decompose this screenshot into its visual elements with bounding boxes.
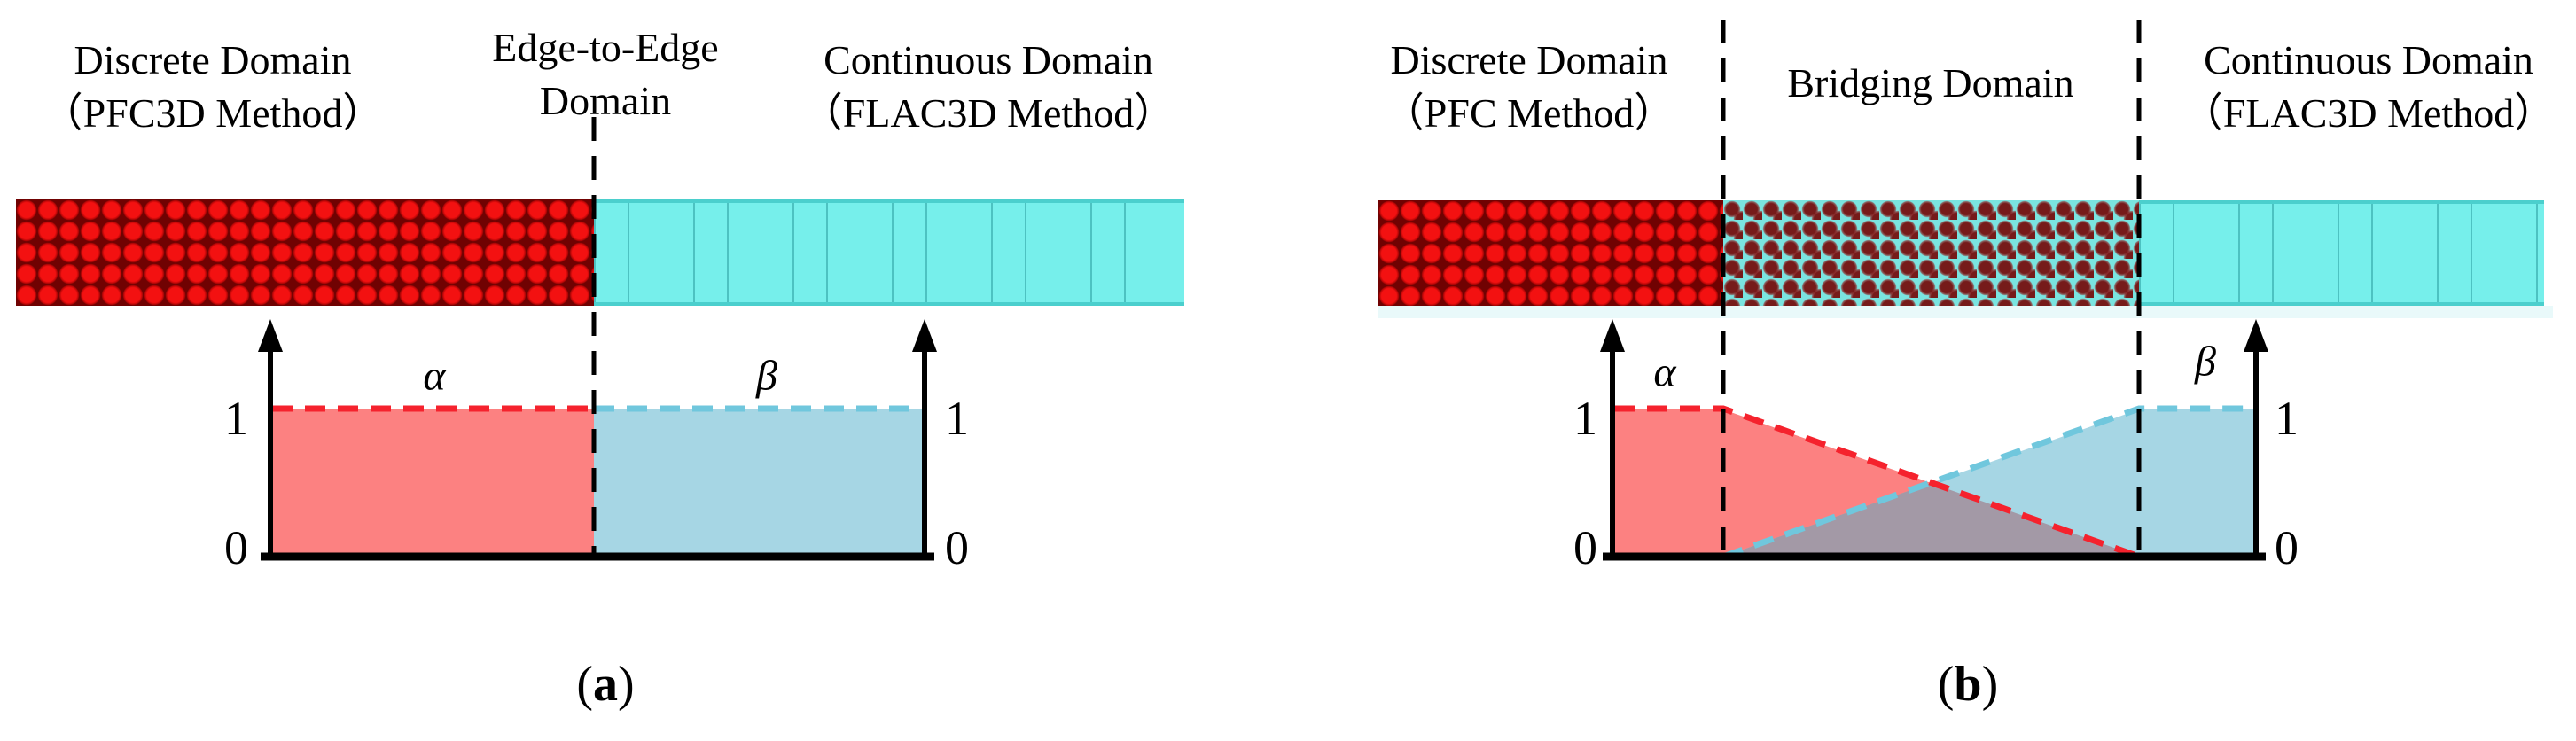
panel-b-beta-label: β — [2195, 338, 2216, 386]
panel-b-bridging-overlap-bar — [1723, 200, 2139, 306]
continuous-domain-line2: （FLAC3D Method） — [2182, 90, 2556, 136]
panel-a-tag-close: ) — [618, 657, 635, 712]
edge-to-edge-line2: Domain — [539, 78, 672, 123]
continuous-domain-line1: Continuous Domain — [824, 37, 1153, 82]
panel-a-beta-label: β — [756, 352, 777, 400]
panel-b-discrete-domain-title: Discrete Domain （PFC Method） — [1384, 34, 1674, 140]
panel-a-weight-plot — [258, 117, 937, 561]
left-axis-arrow-icon — [1600, 319, 1625, 352]
panel-b-tag-open: ( — [1937, 657, 1955, 712]
panel-a-left-tick-0: 0 — [224, 521, 248, 574]
panel-a-edge-to-edge-title: Edge-to-Edge Domain — [492, 21, 718, 128]
panel-a-discrete-domain-title: Discrete Domain （PFC3D Method） — [43, 34, 384, 140]
panel-a-continuous-mesh-bar — [594, 199, 1184, 306]
right-axis-arrow-icon — [2244, 319, 2268, 352]
panel-a-tag-open: ( — [576, 657, 593, 712]
continuous-domain-line2: （FLAC3D Method） — [801, 90, 1175, 136]
edge-to-edge-line1: Edge-to-Edge — [492, 25, 719, 70]
alpha-weight-fill — [272, 410, 594, 557]
panel-a-tag: (a) — [576, 656, 634, 713]
panel-b-right-tick-1: 1 — [2275, 392, 2299, 445]
alpha-weight-dashed-line — [1614, 405, 2141, 560]
left-axis-arrow-icon — [258, 319, 283, 352]
panel-a-continuous-domain-title: Continuous Domain （FLAC3D Method） — [802, 34, 1175, 140]
panel-b-tag: (b) — [1938, 656, 1998, 713]
continuous-domain-line1: Continuous Domain — [2204, 37, 2533, 82]
panel-b-continuous-mesh-bar — [2139, 200, 2544, 306]
panel-a-tag-letter: a — [593, 657, 618, 712]
beta-weight-dashed-line — [1721, 405, 2254, 560]
panel-b-bridging-domain-title: Bridging Domain — [1787, 57, 2073, 110]
panel-b-tag-close: ) — [1981, 657, 1999, 712]
panel-b-right-tick-0: 0 — [2275, 521, 2299, 574]
discrete-domain-line2: （PFC3D Method） — [42, 90, 384, 136]
discrete-domain-line1: Discrete Domain — [74, 37, 352, 82]
panel-a-alpha-label: α — [423, 352, 446, 400]
panel-b-tag-letter: b — [1954, 657, 1982, 712]
bridging-domain-label: Bridging Domain — [1787, 60, 2074, 105]
panel-a-right-tick-1: 1 — [945, 392, 969, 445]
panel-b-weight-plot — [1600, 20, 2268, 561]
discrete-domain-line2: （PFC Method） — [1383, 90, 1675, 136]
panel-a-right-tick-0: 0 — [945, 521, 969, 574]
panel-b-alpha-label: α — [1653, 348, 1676, 396]
discrete-domain-line1: Discrete Domain — [1390, 37, 1668, 82]
beta-weight-fill — [594, 410, 923, 557]
panel-a-left-tick-1: 1 — [224, 392, 248, 445]
overlap-weight-fill — [1723, 483, 2139, 557]
right-axis-arrow-icon — [912, 319, 937, 352]
panel-b-bar-reflection — [1378, 306, 2553, 318]
panel-b-left-tick-1: 1 — [1573, 392, 1597, 445]
panel-b-continuous-domain-title: Continuous Domain （FLAC3D Method） — [2182, 34, 2555, 140]
panel-b-discrete-particles-bar — [1378, 200, 1723, 306]
panel-b-left-tick-0: 0 — [1573, 521, 1597, 574]
panel-a-discrete-particles-bar — [16, 199, 594, 306]
